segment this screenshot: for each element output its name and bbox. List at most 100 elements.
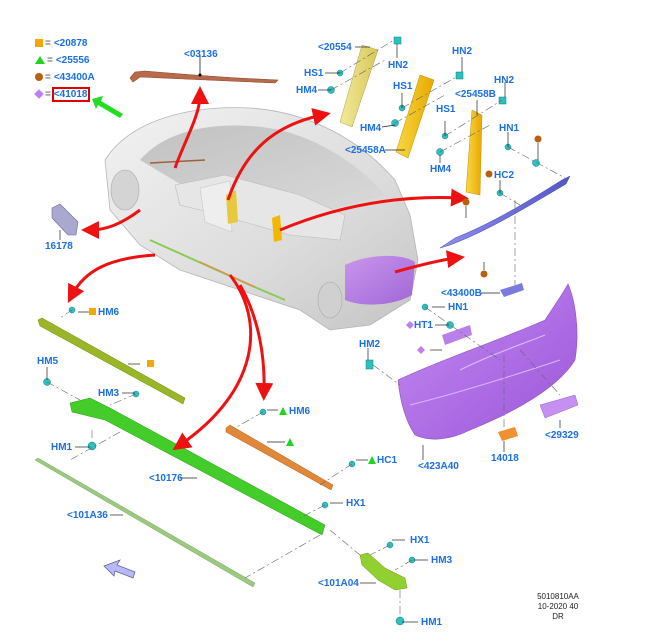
callout-arrows [67,86,469,451]
callout-arrow [238,284,274,401]
purple-diamond-icon [417,346,425,354]
fastener-label[interactable]: HX1 [410,535,430,546]
license-bracket-part [539,394,579,419]
part-label-sill-end[interactable]: <101A04 [318,578,359,589]
part-label-c-pillar[interactable]: <25458B [455,89,496,100]
legend-row: =<20878 [35,38,88,50]
brown-markers [462,135,542,278]
b-pillar-mid-part [395,74,435,159]
spoiler-part [439,175,571,249]
fastener-label[interactable]: HS1 [436,104,456,115]
green-triangle-icon [35,56,45,65]
fastener-label[interactable]: HM6 [98,307,120,318]
leader-lines [46,44,561,623]
part-label-sill-rod[interactable]: <101A36 [67,510,108,521]
brown-circle-icon [35,73,43,82]
clip-icon [455,71,464,80]
part-label-b-pillar-mid[interactable]: <25458A [345,145,386,156]
fastener-label[interactable]: HX1 [346,498,366,509]
fastener-label[interactable]: HM3 [98,388,120,399]
orange-square-icon [89,308,96,315]
drawing-number: 5010810AA [537,592,579,601]
legend-row: =<41018 [34,87,90,102]
fastener-label[interactable]: HM1 [51,442,73,453]
fastener-label[interactable]: HM5 [37,356,59,367]
fastener-label[interactable]: HN1 [448,302,469,313]
fastener-label[interactable]: HM1 [421,617,443,628]
fastener-label[interactable]: HS1 [304,68,324,79]
legend-row: =<25556 [35,55,90,67]
part-label-vent[interactable]: 16178 [45,241,73,252]
drawing-reference: 5010810AA 10-2020 40 DR [520,592,596,622]
callout-arrow [172,274,253,451]
drawing-date: 10-2020 40 [537,602,579,611]
brown-circle-icon [480,270,488,278]
legend-code[interactable]: <20878 [53,38,88,49]
clip-icon [87,441,97,451]
orange-square-icon [35,39,43,48]
part-label-sill-trim[interactable]: <10176 [149,473,183,484]
orange-square-icon [147,360,154,367]
sill-trim-part [69,397,326,536]
green-triangle-icon [286,438,294,446]
fastener-label[interactable]: HM4 [430,164,452,175]
part-label-spoiler-bracket[interactable]: <43400B [441,288,482,299]
part-label-roof-molding[interactable]: <03136 [184,49,218,60]
clip-icon [395,616,405,626]
callout-arrow [279,188,469,232]
clip-icon [498,96,507,105]
callout-arrow [67,253,156,303]
legend-code[interactable]: <25556 [55,55,90,66]
legend-code-highlighted[interactable]: <41018 [51,87,90,102]
assembly-lines [46,39,566,615]
purple-diamond-icon [34,89,44,100]
fastener-label[interactable]: HM6 [289,406,311,417]
b-pillar-trim-part [339,44,379,128]
legend-code[interactable]: <43400A [53,72,95,83]
part-label-b-pillar[interactable]: <20554 [318,42,352,53]
roof-molding-part [129,70,279,84]
vent-part [51,203,79,236]
clip-icon [393,36,402,45]
sill-rod-part [34,457,256,588]
legend-row: =<43400A [35,72,95,84]
part-label-rear-bumper[interactable]: <423A40 [418,461,459,472]
lower-trim-part [225,424,334,491]
sill-molding-part [37,317,186,405]
pointer-arrow-icon [92,96,123,118]
fastener-label[interactable]: HS1 [393,81,413,92]
clip-icon [532,159,540,167]
brown-circle-icon [534,135,542,143]
fastener-label[interactable]: HM2 [359,339,381,350]
fastener-label[interactable]: HM4 [360,123,382,134]
fastener-label[interactable]: HC1 [377,455,398,466]
purple-diamond-icon [406,321,414,329]
clip-icon [365,359,374,370]
sensor-part [498,427,518,441]
fastener-label[interactable]: HM4 [296,85,318,96]
green-triangle-icon [368,456,376,464]
spoiler-bracket-part [500,283,524,297]
direction-arrow-icon [103,559,136,579]
brown-circle-icon [485,170,493,178]
green-triangle-icon [279,407,287,415]
callout-arrow [394,250,465,274]
callout-arrow [226,108,331,201]
fastener-label[interactable]: HT1 [414,320,433,331]
sill-end-part [359,552,408,591]
rear-bracket-part [442,325,472,345]
callout-arrow [173,86,209,169]
c-pillar-part [465,109,483,196]
fastener-label[interactable]: HN2 [452,46,473,57]
part-label-sensor[interactable]: 14018 [491,453,519,464]
fastener-label[interactable]: HN2 [494,75,515,86]
fastener-label[interactable]: HC2 [494,170,515,181]
fastener-label[interactable]: HN2 [388,60,409,71]
drawing-code: DR [552,612,564,621]
fastener-label[interactable]: HN1 [499,123,520,134]
callout-arrow [81,208,141,239]
fastener-label[interactable]: HM3 [431,555,453,566]
part-label-bracket[interactable]: <29329 [545,430,579,441]
